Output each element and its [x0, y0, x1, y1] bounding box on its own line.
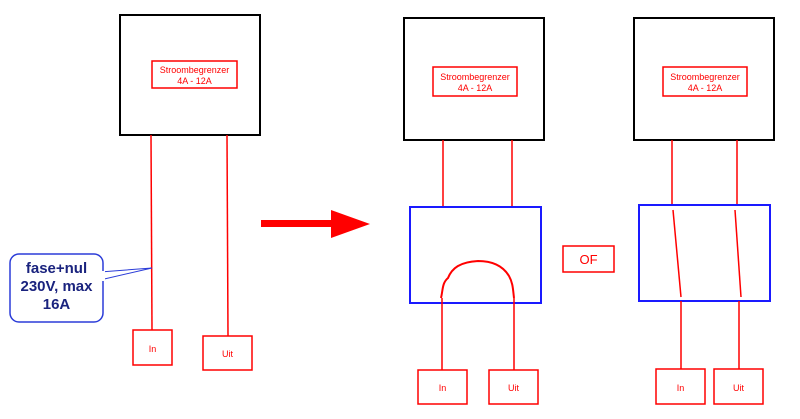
limiter-title-3: Stroombegrenzer	[670, 72, 740, 82]
arrow-head	[331, 210, 370, 238]
or-label: OF	[579, 252, 597, 267]
terminal-in-label-3: In	[677, 383, 685, 393]
terminal-in-label-2: In	[439, 383, 447, 393]
callout-line-1: fase+nul	[26, 260, 87, 277]
terminal-out-label-1: Uit	[222, 349, 233, 359]
limiter-range-2: 4A - 12A	[458, 83, 493, 93]
or-box	[562, 245, 615, 273]
bridge-wire	[440, 259, 515, 299]
wire-in-1	[150, 134, 153, 331]
terminal-out-3	[713, 368, 764, 405]
limiter-range-3: 4A - 12A	[688, 83, 723, 93]
callout-supply: fase+nul 230V, max 16A	[9, 253, 153, 323]
diagram-original: Stroombegrenzer 4A - 12A In Uit fase+nul…	[9, 14, 261, 371]
diagram-bridged: Stroombegrenzer 4A - 12A In Uit	[403, 17, 545, 405]
switch-box-2	[409, 206, 542, 304]
terminal-out-label-2: Uit	[508, 383, 519, 393]
terminal-in-3	[655, 368, 706, 405]
diagram-switched: Stroombegrenzer 4A - 12A In Uit	[633, 17, 775, 405]
switch-box-3	[638, 204, 771, 302]
callout-pointer	[99, 267, 153, 281]
terminal-in-2	[417, 369, 468, 405]
limiter-range-1: 4A - 12A	[177, 76, 212, 86]
limiter-label-box-1	[151, 60, 238, 89]
terminal-out-1	[202, 335, 253, 371]
transform-arrow	[261, 210, 370, 238]
callout-line-2: 230V, max	[20, 278, 93, 295]
terminal-out-label-3: Uit	[733, 383, 744, 393]
callout-line-3: 16A	[43, 296, 71, 313]
limiter-label-box-3	[662, 66, 748, 97]
terminal-in-1	[132, 329, 173, 366]
arrow-shaft	[261, 220, 335, 227]
limiter-title-1: Stroombegrenzer	[160, 65, 230, 75]
terminal-in-label-1: In	[149, 344, 157, 354]
limiter-label-box-2	[432, 66, 518, 97]
callout-bubble	[9, 253, 104, 323]
switch-contact-left	[672, 209, 682, 298]
limiter-title-2: Stroombegrenzer	[440, 72, 510, 82]
switch-contact-right	[734, 209, 742, 298]
terminal-out-2	[488, 369, 539, 405]
wire-out-1	[226, 134, 229, 337]
